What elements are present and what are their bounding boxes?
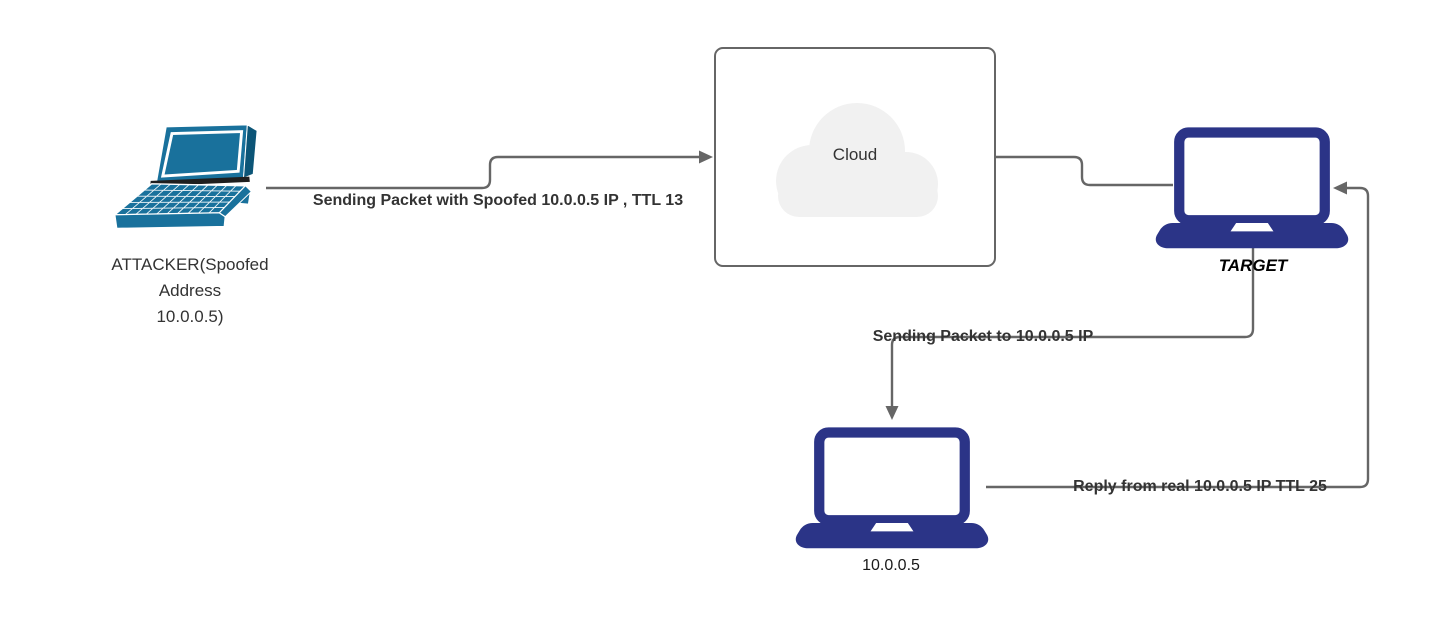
target-laptop-icon <box>1155 127 1349 249</box>
attacker-label: ATTACKER(Spoofed Address 10.0.0.5) <box>111 252 268 330</box>
attacker-label-line2: Address <box>158 281 222 300</box>
attacker-laptop-icon <box>112 124 258 229</box>
cloud-label: Cloud <box>832 145 878 164</box>
edge-attacker-to-cloud <box>266 155 699 190</box>
real-host-laptop-icon <box>795 427 989 549</box>
edge-label-reply-packet: Reply from real 10.0.0.5 IP TTL 25 <box>1073 478 1327 495</box>
attacker-label-line3: 10.0.0.5) <box>156 307 224 326</box>
target-label: TARGET <box>1218 256 1288 275</box>
arrowhead-into-cloud <box>699 150 713 164</box>
real-host-label: 10.0.0.5 <box>862 557 920 574</box>
edge-cloud-to-target <box>996 155 1173 187</box>
edge-target-to-real-host <box>890 244 1255 406</box>
edge-label-spoofed-packet: Sending Packet with Spoofed 10.0.0.5 IP … <box>312 192 684 209</box>
cloud-icon <box>776 103 938 217</box>
edge-label-sending-packet: Sending Packet to 10.0.0.5 IP <box>872 328 1094 345</box>
cloud-box: Cloud <box>714 47 996 267</box>
arrowhead-into-real-host <box>885 406 899 420</box>
arrowhead-into-target <box>1333 181 1347 195</box>
attacker-label-line1: ATTACKER(Spoofed <box>111 255 269 274</box>
edge-real-host-to-target <box>986 186 1370 489</box>
